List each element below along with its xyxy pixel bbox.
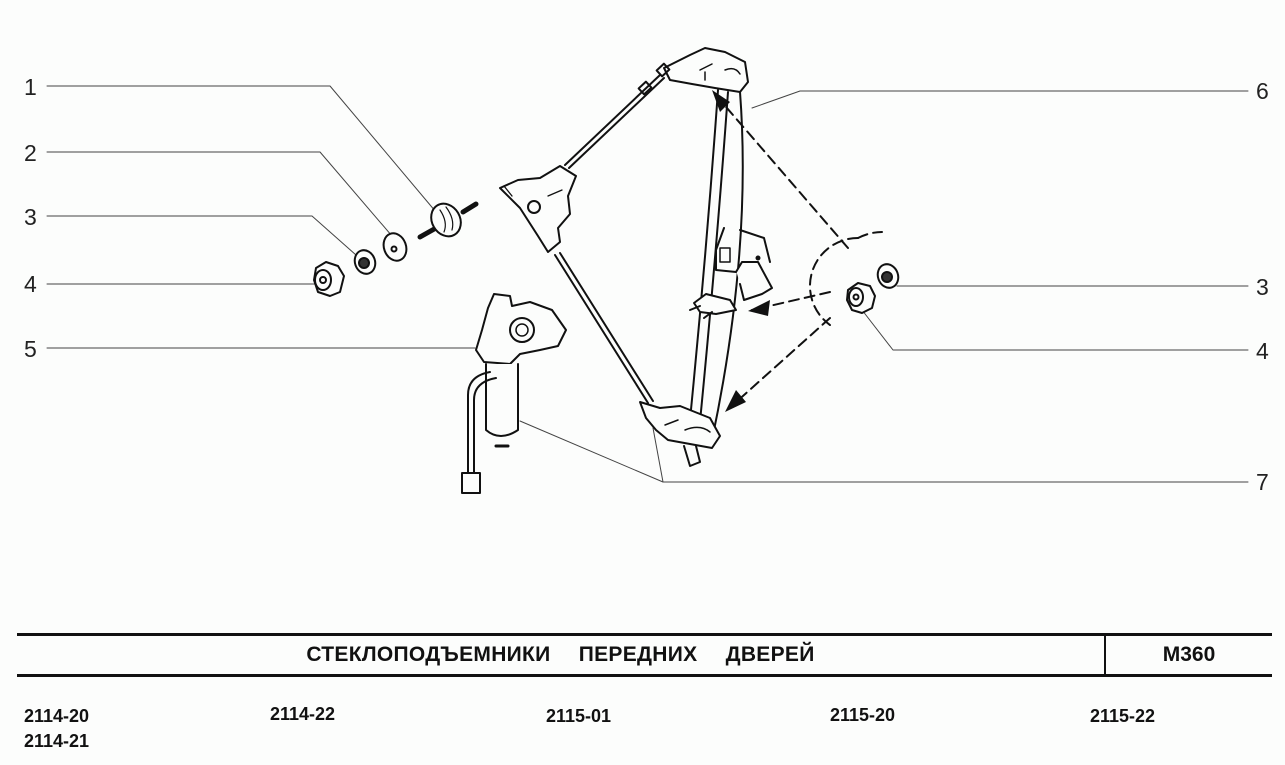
model-code: 2114-22 [270, 704, 336, 724]
callout-6: 6 [1256, 78, 1269, 104]
nut-icon [846, 282, 876, 314]
nut-icon [313, 261, 345, 297]
callout-3: 3 [24, 204, 37, 230]
lock-washer-icon [353, 249, 377, 275]
callout-4: 4 [24, 271, 37, 297]
callout-3-right: 3 [1256, 274, 1269, 300]
installation-arrows [719, 99, 883, 405]
leader-lines-right [519, 90, 1249, 483]
lock-washer-icon [876, 263, 900, 289]
model-list-item: 2114-20 2114-21 [24, 704, 89, 754]
callout-5: 5 [24, 336, 37, 362]
callout-2: 2 [24, 140, 37, 166]
callout-7: 7 [1256, 469, 1269, 495]
model-code: 2115-22 [1090, 706, 1156, 726]
flat-washer-icon [382, 232, 408, 262]
model-code: 2115-20 [830, 705, 896, 725]
gear-motor-icon [461, 293, 567, 494]
page-code: М360 [1162, 643, 1216, 666]
stud-rubber-mount-icon [417, 201, 479, 240]
callout-4-right: 4 [1256, 338, 1269, 364]
arrow-heads [712, 90, 770, 412]
title-block: СТЕКЛОПОДЪЕМНИКИ ПЕРЕДНИХ ДВЕРЕЙ М360 [17, 633, 1272, 677]
leader-lines-left [46, 85, 476, 349]
model-list-item: 2114-22 [270, 702, 335, 727]
page-title: СТЕКЛОПОДЪЕМНИКИ ПЕРЕДНИХ ДВЕРЕЙ [306, 643, 815, 666]
model-code: 2114-21 [24, 731, 90, 751]
model-list-item: 2115-20 [830, 703, 895, 728]
model-list-item: 2115-01 [546, 704, 611, 729]
callout-1: 1 [24, 74, 37, 100]
model-list-item: 2115-22 [1090, 704, 1155, 729]
window-regulator-icon [499, 47, 773, 467]
model-code: 2115-01 [546, 706, 612, 726]
title-divider [1104, 636, 1106, 674]
exploded-parts-diagram: 1 2 3 4 5 6 3 4 7 [24, 47, 1269, 495]
model-code: 2114-20 [24, 706, 90, 726]
